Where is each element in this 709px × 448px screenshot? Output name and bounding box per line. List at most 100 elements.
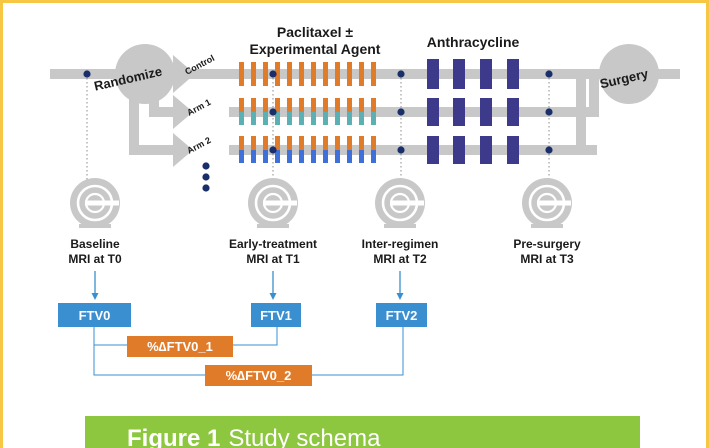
timepoint-dot bbox=[545, 70, 553, 78]
paclitaxel-label-line1: Paclitaxel ± bbox=[277, 24, 353, 40]
arm2-paclitaxel-cycle bbox=[287, 136, 292, 150]
randomize-node bbox=[115, 44, 175, 104]
change-label-0-1: %∆FTV0_1 bbox=[147, 339, 213, 354]
control-anthracycline-cycle bbox=[507, 59, 519, 89]
timepoint-t3-line2: MRI at T3 bbox=[520, 252, 574, 266]
arm1-agent-cycle bbox=[335, 112, 340, 125]
control-anthracycline-cycle bbox=[453, 59, 465, 89]
arm1-anthracycline-cycle bbox=[480, 98, 492, 126]
arm1-paclitaxel-cycle bbox=[359, 98, 364, 112]
timepoint-t0-line2: MRI at T0 bbox=[68, 252, 122, 266]
arm2-branch-foot bbox=[129, 145, 179, 155]
arm2-paclitaxel-cycle bbox=[275, 136, 280, 150]
timepoint-t1-line2: MRI at T1 bbox=[246, 252, 300, 266]
arm1-paclitaxel-cycle bbox=[251, 98, 256, 112]
arm2-paclitaxel-cycle bbox=[359, 136, 364, 150]
arm1-merge-riser bbox=[589, 79, 599, 117]
timepoint-t1-line1: Early-treatment bbox=[229, 237, 317, 251]
control-paclitaxel-cycle bbox=[371, 62, 376, 86]
mri-scanner-icon bbox=[248, 178, 298, 228]
arm1-agent-cycle bbox=[275, 112, 280, 125]
timepoint-dot bbox=[545, 146, 553, 154]
arm2-anthracycline-cycle bbox=[507, 136, 519, 164]
timepoint-dot bbox=[269, 70, 277, 78]
arm-label-arm1: Arm 1 bbox=[185, 97, 212, 118]
ftv1-label: FTV1 bbox=[260, 308, 292, 323]
arm2-paclitaxel-cycle bbox=[263, 136, 268, 150]
arm2-agent-cycle bbox=[275, 150, 280, 163]
arm1-paclitaxel-cycle bbox=[311, 98, 316, 112]
arm2-agent-cycle bbox=[251, 150, 256, 163]
mri-icon-table bbox=[390, 200, 424, 206]
arm2-paclitaxel-cycle bbox=[323, 136, 328, 150]
control-paclitaxel-cycle bbox=[263, 62, 268, 86]
arm1-track bbox=[229, 107, 597, 117]
control-paclitaxel-cycle bbox=[311, 62, 316, 86]
mri-scanner-icon bbox=[522, 178, 572, 228]
arm2-agent-cycle bbox=[323, 150, 328, 163]
arm2-anthracycline-cycle bbox=[480, 136, 492, 164]
timepoint-t0-line1: Baseline bbox=[70, 237, 120, 251]
arm1-paclitaxel-cycle bbox=[299, 98, 304, 112]
arm2-agent-cycle bbox=[347, 150, 352, 163]
arrow-down-icon bbox=[269, 271, 277, 300]
mri-icon-base bbox=[531, 224, 563, 228]
arm1-agent-cycle bbox=[371, 112, 376, 125]
arm2-paclitaxel-cycle bbox=[251, 136, 256, 150]
change-box-0-2 bbox=[205, 365, 312, 386]
timepoint-dot bbox=[397, 146, 405, 154]
arm1-arrowhead bbox=[173, 95, 193, 129]
arm2-paclitaxel-cycle bbox=[335, 136, 340, 150]
control-paclitaxel-cycle bbox=[335, 62, 340, 86]
arm1-agent-cycle bbox=[299, 112, 304, 125]
change-label-0-2: %∆FTV0_2 bbox=[226, 368, 292, 383]
arm1-paclitaxel-cycle bbox=[263, 98, 268, 112]
drug-cycles bbox=[239, 59, 519, 164]
arm2-merge-riser bbox=[576, 79, 586, 155]
arm2-track bbox=[229, 145, 597, 155]
arm2-paclitaxel-cycle bbox=[347, 136, 352, 150]
arm1-anthracycline-cycle bbox=[453, 98, 465, 126]
timepoint-t2-line2: MRI at T2 bbox=[373, 252, 427, 266]
timepoint-t2-line1: Inter-regimen bbox=[362, 237, 439, 251]
ftv0-label: FTV0 bbox=[79, 308, 111, 323]
arm1-agent-cycle bbox=[311, 112, 316, 125]
arm2-paclitaxel-cycle bbox=[311, 136, 316, 150]
mri-icon-base bbox=[79, 224, 111, 228]
timepoint-dot bbox=[83, 70, 91, 78]
caption-figure-number: Figure 1 bbox=[127, 425, 221, 448]
ftv0-box bbox=[58, 303, 131, 327]
arm1-paclitaxel-cycle bbox=[335, 98, 340, 112]
arm1-paclitaxel-cycle bbox=[239, 98, 244, 112]
mri-icon-base bbox=[257, 224, 289, 228]
arm2-paclitaxel-cycle bbox=[371, 136, 376, 150]
control-paclitaxel-cycle bbox=[275, 62, 280, 86]
timepoint-dots bbox=[83, 70, 553, 154]
arm2-agent-cycle bbox=[239, 150, 244, 163]
arm1-anthracycline-cycle bbox=[427, 98, 439, 126]
mri-icons bbox=[70, 178, 572, 228]
ftv2-label: FTV2 bbox=[386, 308, 418, 323]
control-track bbox=[50, 69, 680, 79]
anthracycline-label: Anthracycline bbox=[427, 34, 520, 50]
timepoint-dot bbox=[545, 108, 553, 116]
timepoint-dot bbox=[269, 146, 277, 154]
timepoint-dot bbox=[397, 108, 405, 116]
arm2-agent-cycle bbox=[263, 150, 268, 163]
control-paclitaxel-cycle bbox=[347, 62, 352, 86]
control-anthracycline-cycle bbox=[480, 59, 492, 89]
arm2-branch-stem bbox=[129, 69, 139, 155]
mri-icon-base bbox=[384, 224, 416, 228]
arm1-paclitaxel-cycle bbox=[371, 98, 376, 112]
arm2-agent-cycle bbox=[299, 150, 304, 163]
change-box-0-1 bbox=[127, 336, 233, 357]
mri-scanner-icon bbox=[375, 178, 425, 228]
control-paclitaxel-cycle bbox=[359, 62, 364, 86]
arm2-agent-cycle bbox=[359, 150, 364, 163]
study-schema-diagram: Randomize Surgery Paclitaxel ± Experimen… bbox=[50, 24, 680, 386]
arm1-anthracycline-cycle bbox=[507, 98, 519, 126]
arm2-agent-cycle bbox=[335, 150, 340, 163]
